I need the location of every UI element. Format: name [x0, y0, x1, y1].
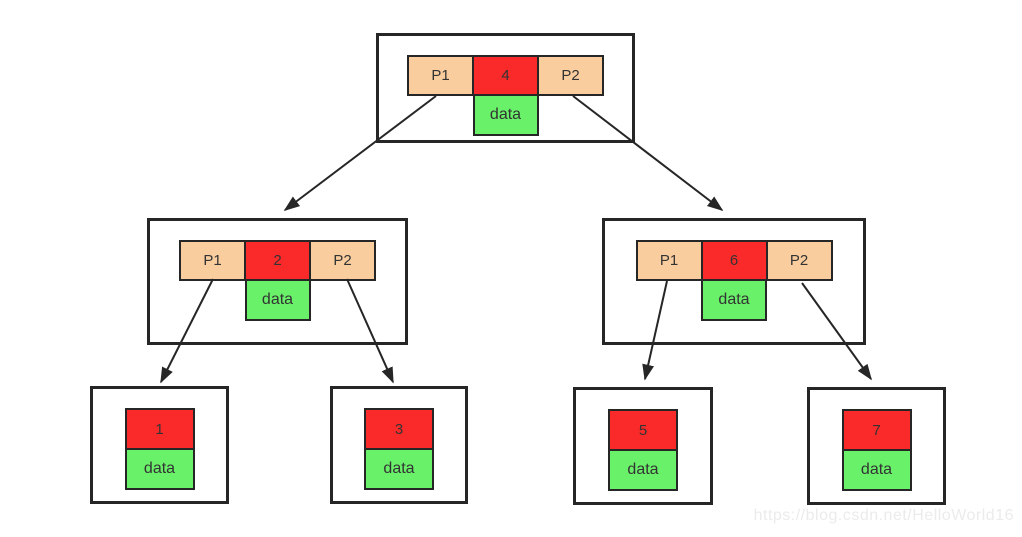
- pointer-cell-p1: P1: [407, 55, 474, 96]
- pointer-key-row: P1 6 P2: [635, 240, 833, 281]
- btree-node-2: P1 2 P2 data: [147, 218, 408, 345]
- btree-leaf-1: 1 data: [90, 386, 229, 504]
- key-cell-1: 1: [124, 408, 195, 450]
- btree-node-6: P1 6 P2 data: [602, 218, 866, 345]
- data-cell: data: [472, 94, 539, 136]
- data-cell: data: [608, 449, 678, 491]
- pointer-cell-p2: P2: [765, 240, 833, 281]
- data-cell: data: [124, 448, 195, 490]
- data-cell: data: [841, 449, 912, 491]
- pointer-cell-p1: P1: [179, 240, 246, 281]
- pointer-cell-p2: P2: [309, 240, 376, 281]
- btree-leaf-5: 5 data: [573, 387, 713, 505]
- btree-leaf-3: 3 data: [330, 386, 468, 504]
- key-cell-6: 6: [700, 240, 768, 281]
- pointer-cell-p2: P2: [537, 55, 604, 96]
- key-cell-5: 5: [608, 409, 678, 451]
- pointer-key-row: P1 2 P2: [179, 240, 376, 281]
- data-cell: data: [244, 279, 311, 321]
- csdn-watermark: https://blog.csdn.net/HelloWorld16: [753, 507, 1014, 524]
- btree-node-4: P1 4 P2 data: [376, 33, 635, 143]
- data-cell: data: [364, 448, 434, 490]
- btree-leaf-7: 7 data: [807, 387, 946, 505]
- pointer-cell-p1: P1: [635, 240, 703, 281]
- key-cell-3: 3: [364, 408, 434, 450]
- pointer-key-row: P1 4 P2: [407, 55, 604, 96]
- key-cell-4: 4: [472, 55, 539, 96]
- data-cell: data: [701, 279, 767, 321]
- key-cell-7: 7: [841, 409, 912, 451]
- key-cell-2: 2: [244, 240, 311, 281]
